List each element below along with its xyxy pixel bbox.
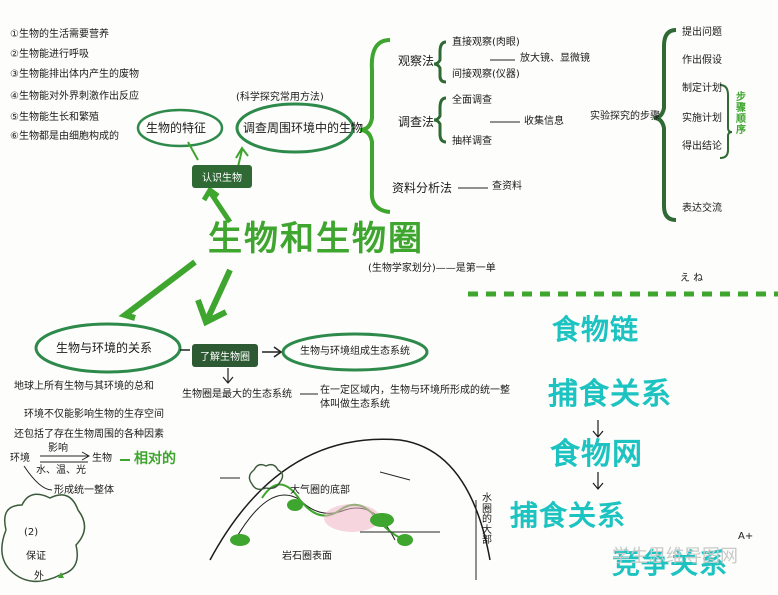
biosphere-to-ecosystem-arrow	[262, 346, 283, 358]
food-web-label: 食物网	[550, 437, 643, 472]
leaf-mark	[58, 572, 64, 578]
hydrosphere-label: 水圈的大部	[482, 493, 492, 546]
hill-1	[230, 534, 250, 546]
env-oval-label: 生物与环境的关系	[56, 341, 153, 355]
steps-brace	[653, 28, 677, 222]
tree-text-1: (2)	[24, 527, 39, 538]
tree-icon	[1, 493, 86, 583]
arrow-to-biosphere	[195, 268, 233, 327]
watermark: 学生思维导图网	[612, 546, 738, 567]
oval-features-outline	[136, 108, 224, 148]
main-subtitle: (生物学家划分)——是第一单	[368, 263, 496, 274]
main-title: 生物和生物圈	[208, 219, 424, 259]
step-4: 实施计划	[682, 113, 722, 124]
material-result: 查资料	[492, 181, 522, 192]
ecosystem-oval-label: 生物与环境组成生态系统	[300, 346, 410, 357]
methods-brace	[359, 38, 391, 214]
steps-side-brace	[719, 84, 733, 159]
hill-2	[287, 499, 303, 511]
biosphere-arc	[209, 438, 491, 561]
observe-tools: 放大镜、显微镜	[520, 53, 590, 64]
observe-indirect: 间接观察(仪器)	[452, 69, 520, 80]
relative-label: 相对的	[134, 451, 176, 467]
chain-arrow-2	[592, 472, 604, 490]
env-creature-label: 生物	[92, 453, 112, 464]
material-label: 资料分析法	[392, 181, 453, 195]
oval-features-label: 生物的特征	[146, 121, 207, 135]
competition-label: 竞争关系	[612, 547, 729, 580]
step-2: 作出假设	[682, 55, 722, 66]
atmosphere-label: 大气圈的底部	[290, 485, 350, 496]
ecosystem-oval-outline	[281, 332, 429, 372]
steps-label: 实验探究的步骤	[590, 111, 660, 122]
method-top-label: (科学探究常用方法)	[236, 92, 324, 103]
oval-around-label: 调查周围环境中的生物	[243, 121, 364, 135]
characteristic-3: ③生物能排出体内产生的废物	[10, 69, 139, 80]
survey-brace	[433, 96, 447, 144]
dots-mark: え ね	[680, 273, 704, 284]
env-note-3: 还包括了存在生物周围的各种因素	[14, 429, 164, 440]
pink-blob	[324, 504, 380, 532]
characteristic-1: ①生物的生活需要营养	[10, 29, 109, 40]
arrow-to-features	[187, 141, 199, 161]
characteristic-2: ②生物能进行呼吸	[10, 49, 89, 60]
characteristic-4: ④生物能对外界刺激作出反应	[10, 91, 139, 102]
survey-label: 调查法	[398, 115, 435, 129]
hill-3	[370, 513, 394, 527]
env-influence-label: 影响	[48, 443, 68, 454]
step-3: 制定计划	[682, 83, 722, 94]
observe-label: 观察法	[398, 54, 435, 68]
observe-direct: 直接观察(肉眼)	[452, 37, 520, 48]
steps-side-label: 步骤顺序	[736, 92, 746, 136]
env-oval-outline	[34, 322, 182, 374]
env-note-1: 地球上所有生物与其环境的总和	[14, 381, 154, 392]
chain-arrow-1	[592, 420, 604, 438]
characteristic-5: ⑤生物能生长和繁殖	[10, 112, 99, 123]
step-1: 提出问题	[682, 27, 722, 38]
step-5: 得出结论	[682, 141, 722, 152]
hill-4	[397, 534, 413, 546]
biosphere-down-arrow	[222, 368, 234, 384]
survey-result: 收集信息	[524, 116, 564, 127]
observe-brace	[433, 40, 447, 84]
step-6: 表达交流	[682, 203, 722, 214]
understand-badge: 认识生物	[192, 165, 252, 188]
oval-around-outline	[235, 102, 355, 154]
tree-text-2: 保证	[26, 551, 46, 562]
cloud-icon	[248, 463, 284, 491]
env-influence-arrow	[40, 451, 91, 461]
whole-label: 形成统一整体	[54, 485, 114, 496]
ecosystem-desc: 在一定区域内，生物与环境所形成的统一整体叫做生态系统	[320, 385, 510, 410]
lithosphere-label: 岩石圈表面	[282, 551, 332, 562]
predation-label-1: 捕食关系	[548, 377, 672, 412]
env-label: 环境	[10, 453, 30, 464]
whole-curve	[23, 465, 53, 491]
characteristic-6: ⑥生物都是由细胞构成的	[10, 131, 119, 142]
tree-text-3: 外	[34, 571, 44, 582]
predation-label-2: 捕食关系	[510, 499, 627, 532]
arrow-to-environment	[118, 259, 197, 321]
biosphere-badge: 了解生物圈	[192, 344, 258, 367]
survey-sample: 抽样调查	[452, 136, 492, 147]
env-note-2: 环境不仅能影响生物的生存空间	[24, 409, 164, 420]
biosphere-largest: 生物圈是最大的生态系统	[182, 389, 292, 400]
env-sub-labels: 水、温、光	[36, 465, 86, 476]
survey-full: 全面调查	[452, 95, 492, 106]
corner-mark: A+	[738, 531, 754, 542]
arc-ticks	[220, 471, 411, 481]
arrow-to-understand	[201, 186, 233, 224]
food-chain-label: 食物链	[552, 313, 640, 346]
